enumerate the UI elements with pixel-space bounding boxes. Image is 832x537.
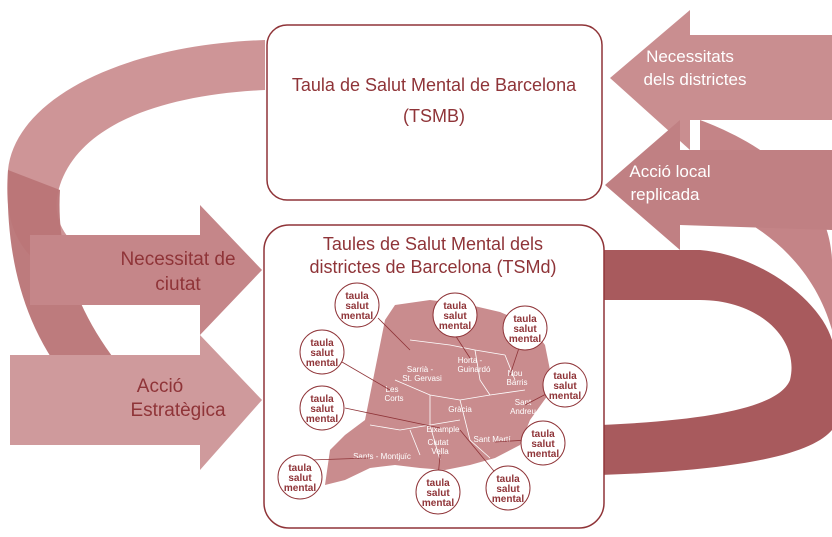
badge-eixample: taula salut mental	[299, 385, 345, 431]
badge-santmarti: taula salut mental	[520, 420, 566, 466]
right-loop-band-lower	[600, 250, 832, 475]
badge-horta: taula salut mental	[432, 292, 478, 338]
svg-text:salut: salut	[288, 473, 312, 484]
svg-text:taula: taula	[288, 463, 312, 474]
svg-text:salut: salut	[443, 311, 467, 322]
arrow-label-necessitat-l1: Necessitat de	[120, 249, 235, 270]
svg-text:taula: taula	[531, 429, 555, 440]
svg-text:mental: mental	[306, 358, 338, 369]
district-santmarti: Sant Martí	[474, 435, 512, 444]
district-boundaries	[369, 339, 526, 461]
bottom-box-title-l2: districtes de Barcelona (TSMd)	[309, 257, 556, 277]
bottom-box-title-l1: Taules de Salut Mental dels	[323, 234, 543, 254]
arrow-label-accio-local-l1: Acció local	[629, 162, 710, 181]
svg-text:salut: salut	[553, 381, 577, 392]
svg-text:salut: salut	[426, 488, 450, 499]
arrow-accio-local	[605, 120, 832, 250]
svg-text:taula: taula	[496, 474, 520, 485]
svg-text:taula: taula	[426, 478, 450, 489]
svg-text:salut: salut	[513, 324, 537, 335]
svg-text:taula: taula	[443, 301, 467, 312]
district-horta-l1: Horta -	[458, 356, 483, 365]
svg-text:taula: taula	[553, 371, 577, 382]
svg-text:mental: mental	[509, 334, 541, 345]
district-noubarris-l1: Nou	[508, 369, 523, 378]
badge-noubarris: taula salut mental	[502, 305, 548, 351]
district-sarria-l2: St. Gervasi	[402, 374, 442, 383]
district-noubarris-l2: Barris	[507, 378, 528, 387]
svg-text:taula: taula	[310, 394, 334, 405]
district-santandreu-l2: Andreu	[510, 407, 536, 416]
badge-santandreu: taula salut mental	[542, 362, 588, 408]
district-ciutatvella-l2: Vella	[431, 447, 449, 456]
district-horta-l2: Guinardó	[458, 365, 491, 374]
svg-text:mental: mental	[341, 311, 373, 322]
svg-text:mental: mental	[422, 498, 454, 509]
district-sants: Sants - Montjuïc	[353, 452, 411, 461]
svg-text:salut: salut	[310, 404, 334, 415]
arrow-label-accio-l1: Acció	[137, 376, 183, 397]
arrow-label-necessitats-l1: Necessitats	[646, 47, 734, 66]
district-lescorts-l2: Corts	[384, 394, 403, 403]
badge-connectors	[309, 317, 549, 479]
svg-text:salut: salut	[345, 301, 369, 312]
svg-text:taula: taula	[513, 314, 537, 325]
badge-lescorts: taula salut mental	[299, 329, 345, 375]
district-gracia: Gràcia	[448, 405, 472, 414]
svg-text:mental: mental	[492, 494, 524, 505]
badge-gracia: taula salut mental	[485, 465, 531, 511]
svg-text:taula: taula	[310, 338, 334, 349]
arrow-label-necessitats-l2: dels districtes	[644, 70, 747, 89]
district-eixample: Eixample	[427, 425, 460, 434]
top-box	[266, 24, 603, 201]
arrow-label-accio-l2: Estratègica	[130, 400, 225, 421]
svg-text:salut: salut	[496, 484, 520, 495]
left-loop-band-upper	[7, 40, 266, 265]
svg-text:mental: mental	[439, 321, 471, 332]
top-box-abbr: (TSMB)	[403, 106, 465, 126]
arrow-necessitats-districtes	[610, 10, 832, 150]
svg-text:mental: mental	[527, 449, 559, 460]
svg-text:mental: mental	[306, 414, 338, 425]
district-lescorts-l1: Les	[386, 385, 399, 394]
badge-sarria: taula salut mental	[334, 282, 380, 328]
district-ciutatvella-l1: Ciutat	[428, 438, 450, 447]
arrow-accio-estrategica	[10, 335, 262, 470]
district-santandreu-l1: Sant	[515, 398, 532, 407]
arrow-label-necessitat-l2: ciutat	[155, 274, 201, 295]
svg-text:salut: salut	[310, 348, 334, 359]
arrow-label-accio-local-l2: replicada	[631, 185, 701, 204]
badge-ciutatvella: taula salut mental	[415, 469, 461, 515]
arrow-necessitat-ciutat	[30, 205, 262, 335]
left-loop-band-lower	[7, 170, 151, 400]
top-box-title: Taula de Salut Mental de Barcelona	[292, 75, 577, 95]
svg-text:taula: taula	[345, 291, 369, 302]
district-sarria-l1: Sarrià -	[407, 365, 434, 374]
svg-text:salut: salut	[531, 439, 555, 450]
svg-text:mental: mental	[549, 391, 581, 402]
barcelona-map	[325, 300, 550, 485]
svg-text:mental: mental	[284, 483, 316, 494]
badge-sants: taula salut mental	[277, 454, 323, 500]
